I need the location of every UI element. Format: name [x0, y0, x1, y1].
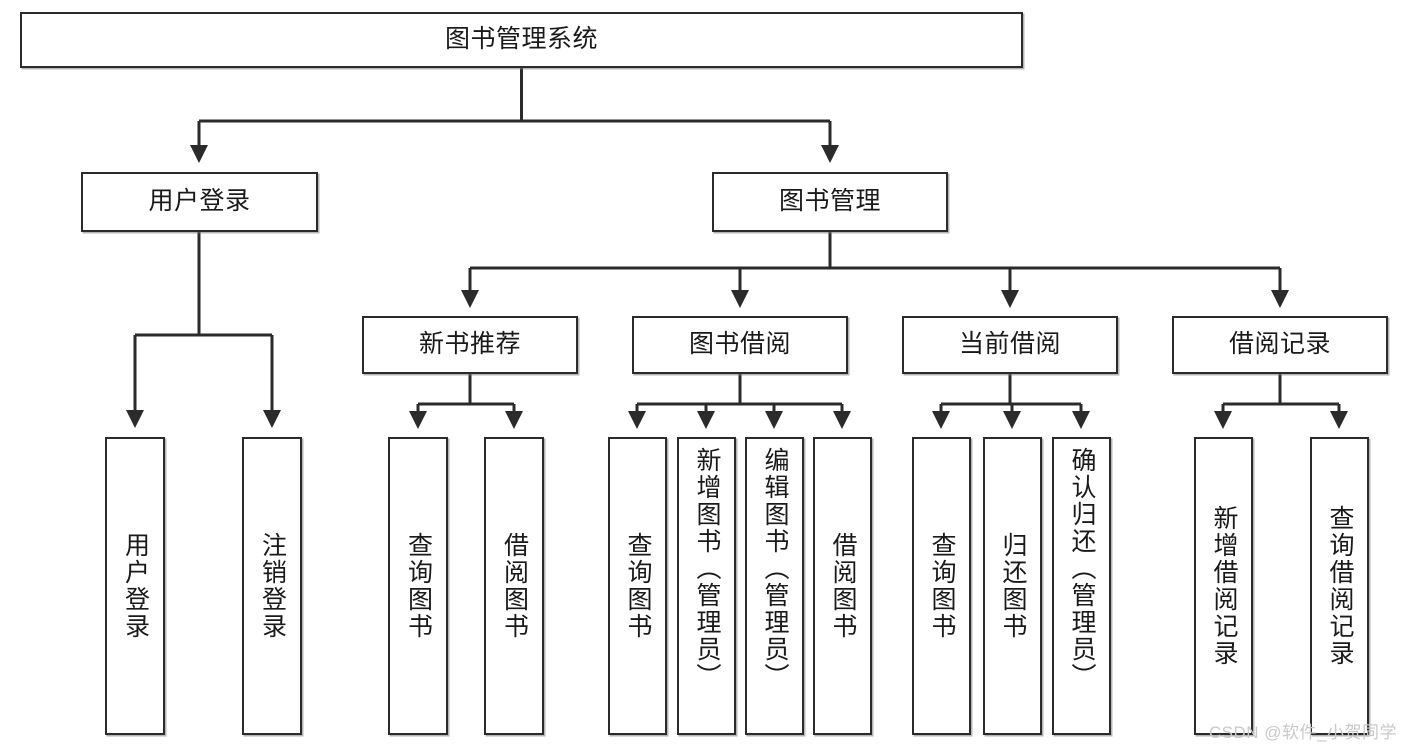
node-leaf-rec-query[interactable]: 查询图书: [388, 437, 448, 735]
node-leaf-cb-query-label: 查询图书: [928, 532, 956, 640]
node-leaf-bb-query[interactable]: 查询图书: [608, 437, 667, 735]
node-leaf-rec-query-label: 查询图书: [404, 532, 433, 640]
node-leaf-br-query-label: 查询借阅记录: [1326, 505, 1354, 667]
node-leaf-bb-edit-label: 编辑图书（管理员）: [761, 447, 789, 690]
node-leaf-cb-return-label: 归还图书: [999, 532, 1027, 640]
node-leaf-bb-query-label: 查询图书: [624, 532, 652, 640]
node-root-label: 图书管理系统: [444, 25, 598, 54]
node-leaf-bb-edit[interactable]: 编辑图书（管理员）: [745, 437, 804, 735]
node-leaf-cb-confirm-label: 确认归还（管理员）: [1068, 447, 1096, 690]
node-new-book-rec[interactable]: 新书推荐: [362, 316, 578, 374]
node-leaf-cb-return[interactable]: 归还图书: [983, 437, 1042, 735]
node-book-manage[interactable]: 图书管理: [712, 172, 948, 232]
node-borrow-record-label: 借阅记录: [1228, 330, 1331, 359]
node-current-borrow[interactable]: 当前借阅: [902, 316, 1118, 374]
node-leaf-bb-borrow[interactable]: 借阅图书: [813, 437, 872, 735]
node-leaf-logout-label: 注销登录: [258, 532, 287, 640]
node-book-borrow[interactable]: 图书借阅: [632, 316, 848, 374]
node-leaf-br-add[interactable]: 新增借阅记录: [1194, 437, 1253, 735]
node-leaf-bb-add-label: 新增图书（管理员）: [693, 447, 721, 690]
node-book-manage-label: 图书管理: [778, 187, 881, 216]
node-new-book-rec-label: 新书推荐: [418, 330, 521, 359]
node-leaf-bb-borrow-label: 借阅图书: [829, 532, 857, 640]
node-user-login[interactable]: 用户登录: [81, 172, 318, 232]
node-leaf-user-login[interactable]: 用户登录: [105, 437, 165, 735]
node-user-login-label: 用户登录: [148, 187, 251, 216]
node-root[interactable]: 图书管理系统: [20, 12, 1023, 68]
watermark-text: CSDN @软件_小贺同学: [1208, 723, 1397, 742]
node-leaf-br-query[interactable]: 查询借阅记录: [1310, 437, 1369, 735]
node-leaf-cb-confirm[interactable]: 确认归还（管理员）: [1052, 437, 1111, 735]
node-book-borrow-label: 图书借阅: [688, 330, 791, 359]
node-current-borrow-label: 当前借阅: [958, 330, 1061, 359]
node-leaf-br-add-label: 新增借阅记录: [1210, 505, 1238, 667]
node-leaf-rec-borrow[interactable]: 借阅图书: [484, 437, 544, 735]
node-leaf-logout[interactable]: 注销登录: [242, 437, 302, 735]
node-leaf-rec-borrow-label: 借阅图书: [500, 532, 529, 640]
node-borrow-record[interactable]: 借阅记录: [1172, 316, 1388, 374]
node-leaf-bb-add[interactable]: 新增图书（管理员）: [677, 437, 736, 735]
node-leaf-user-login-label: 用户登录: [121, 532, 150, 640]
node-leaf-cb-query[interactable]: 查询图书: [912, 437, 971, 735]
